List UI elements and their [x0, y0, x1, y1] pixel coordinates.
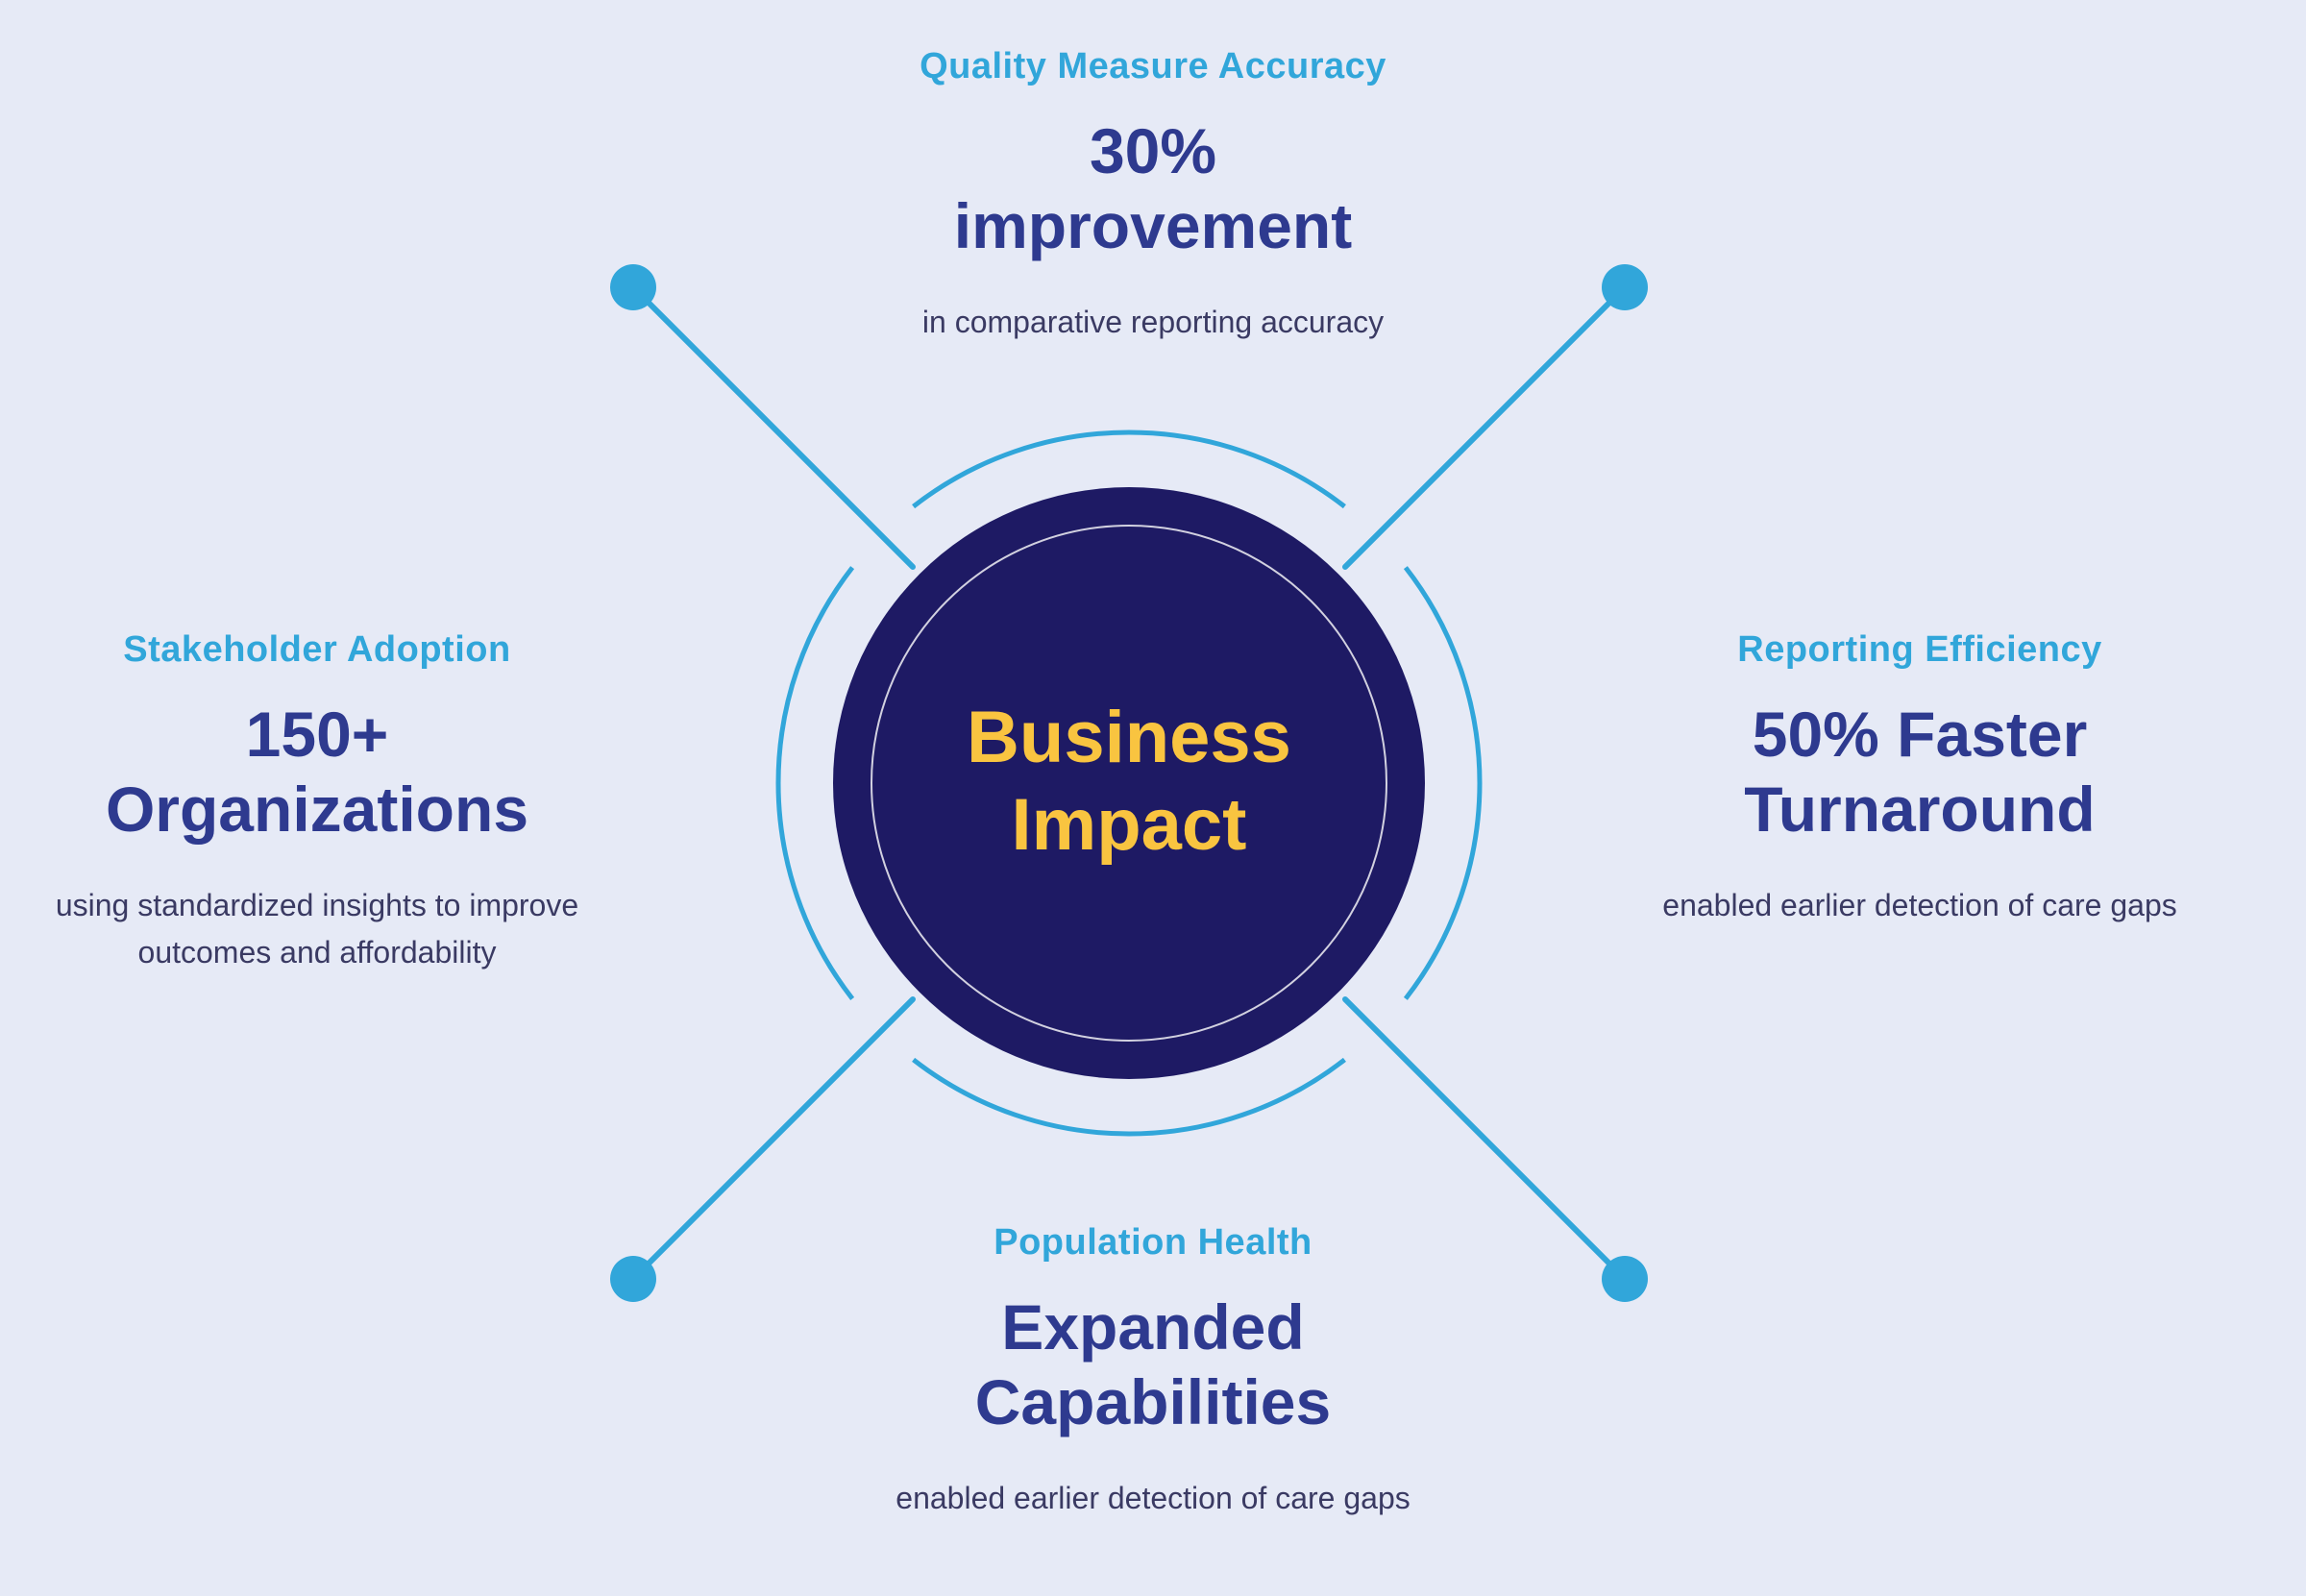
quadrant-stat-organizations: 150+ Organizations: [105, 699, 529, 845]
center-title: Business Impact: [841, 694, 1417, 869]
connector-dot-bottom-left: [610, 1256, 656, 1302]
quadrant-population-health: Population Health Expanded Capabilities …: [716, 1222, 1590, 1522]
quadrant-stat-faster-turnaround: 50% Faster Turnaround: [1744, 699, 2096, 845]
quadrant-reporting-efficiency: Reporting Efficiency 50% Faster Turnarou…: [1583, 629, 2256, 929]
quadrant-heading-reporting-efficiency: Reporting Efficiency: [1737, 629, 2102, 670]
quadrant-stat-expanded-capabilities: Expanded Capabilities: [974, 1291, 1332, 1437]
connector-line-bottom-left: [630, 996, 916, 1282]
quadrant-description-care-gaps-right: enabled earlier detection of care gaps: [1662, 887, 2177, 922]
quadrant-description-reporting-accuracy: in comparative reporting accuracy: [921, 304, 1385, 339]
connector-dot-top-right: [1602, 264, 1648, 310]
quadrant-quality-measure-accuracy: Quality Measure Accuracy 30% improvement…: [716, 46, 1590, 346]
quadrant-stat-improvement: 30% improvement: [953, 115, 1353, 261]
quadrant-heading-population-health: Population Health: [994, 1222, 1312, 1263]
connector-line-bottom-right: [1342, 996, 1628, 1282]
outer-ring: [775, 430, 1483, 1137]
quadrant-heading-stakeholder-adoption: Stakeholder Adoption: [123, 629, 511, 670]
center-title-text: Business Impact: [967, 697, 1291, 867]
quadrant-description-care-gaps-bottom: enabled earlier detection of care gaps: [895, 1480, 1411, 1515]
center-circle: [833, 487, 1425, 1079]
quadrant-description-standardized-insights: using standardized insights to improve o…: [55, 887, 579, 970]
connector-dot-top-left: [610, 264, 656, 310]
inner-ring: [871, 525, 1387, 1042]
connector-dot-bottom-right: [1602, 1256, 1648, 1302]
quadrant-stakeholder-adoption: Stakeholder Adoption 150+ Organizations …: [0, 629, 634, 977]
quadrant-heading-quality-measure-accuracy: Quality Measure Accuracy: [920, 46, 1386, 86]
connector-line-top-left: [630, 284, 916, 570]
connector-line-top-right: [1342, 284, 1628, 570]
